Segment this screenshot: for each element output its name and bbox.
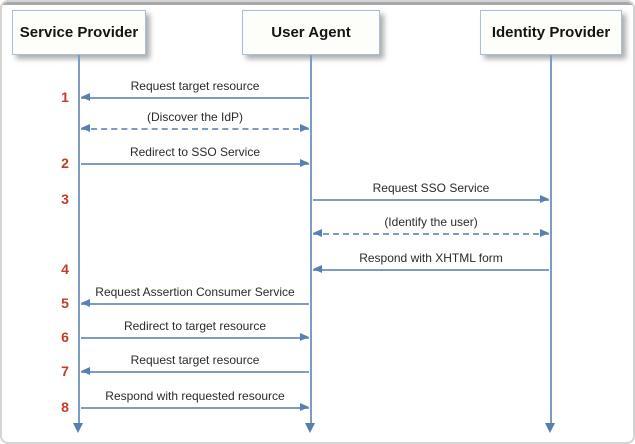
lifeline-service-provider (78, 55, 80, 423)
actor-box-service-provider: Service Provider (12, 10, 146, 55)
message-label-1: Request target resource (130, 79, 260, 93)
message-arrowhead-right-2 (300, 124, 309, 132)
message-arrowhead-right-4 (540, 195, 549, 203)
lifeline-end-arrow-user-agent (305, 423, 315, 433)
step-number-2: 2 (61, 155, 69, 171)
message-label-2: (Discover the IdP) (146, 110, 244, 124)
message-line-4 (313, 199, 549, 201)
step-number-7: 7 (61, 363, 69, 379)
step-number-8: 8 (61, 399, 69, 415)
message-line-2 (81, 128, 309, 130)
message-line-8 (81, 337, 309, 339)
message-label-5: (Identify the user) (384, 215, 478, 229)
message-arrowhead-left-6 (313, 265, 322, 273)
message-arrowhead-left-1 (81, 93, 90, 101)
message-arrowhead-left-5 (313, 229, 322, 237)
message-arrowhead-right-5 (540, 229, 549, 237)
step-number-1: 1 (61, 89, 69, 105)
message-label-8: Redirect to target resource (123, 319, 267, 333)
message-label-4: Request SSO Service (372, 181, 490, 195)
step-number-5: 5 (61, 295, 69, 311)
frame-top-edge (2, 2, 633, 5)
message-arrowhead-left-2 (81, 124, 90, 132)
message-arrowhead-left-7 (81, 299, 90, 307)
message-line-5 (313, 233, 549, 235)
lifeline-end-arrow-identity-provider (545, 423, 555, 433)
message-line-6 (313, 269, 549, 271)
message-label-3: Redirect to SSO Service (129, 145, 261, 159)
message-label-6: Respond with XHTML form (359, 251, 503, 265)
message-line-10 (81, 407, 309, 409)
message-label-10: Respond with requested resource (105, 389, 285, 403)
step-number-3: 3 (61, 191, 69, 207)
message-label-7: Request Assertion Consumer Service (95, 285, 295, 299)
message-arrowhead-right-10 (300, 403, 309, 411)
message-label-9: Request target resource (130, 353, 260, 367)
actor-box-user-agent: User Agent (242, 10, 380, 55)
message-arrowhead-left-9 (81, 367, 90, 375)
step-number-4: 4 (61, 261, 69, 277)
actor-box-identity-provider: Identity Provider (480, 10, 622, 55)
message-line-9 (81, 371, 309, 373)
message-line-1 (81, 97, 309, 99)
lifeline-end-arrow-service-provider (73, 423, 83, 433)
message-arrowhead-right-8 (300, 333, 309, 341)
lifeline-user-agent (310, 55, 312, 423)
message-line-3 (81, 163, 309, 165)
step-number-6: 6 (61, 329, 69, 345)
message-line-7 (81, 303, 309, 305)
message-arrowhead-right-3 (300, 159, 309, 167)
lifeline-identity-provider (550, 55, 552, 423)
